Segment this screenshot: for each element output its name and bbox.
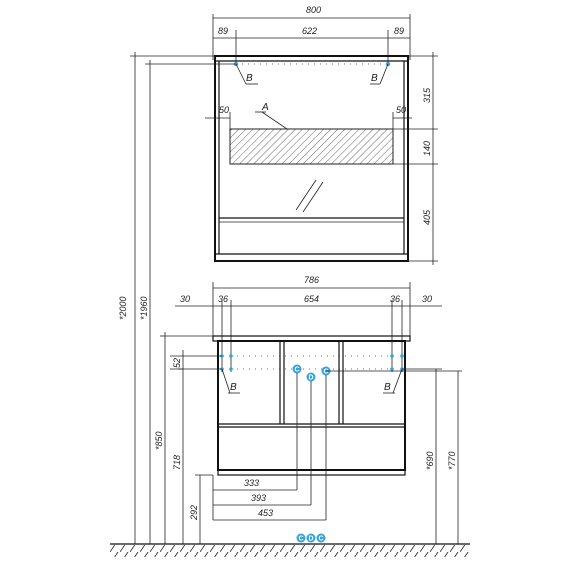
svg-text:D: D bbox=[309, 375, 314, 382]
dim-cabinet-center: 654 bbox=[304, 294, 319, 304]
plumbing-marker-d: D bbox=[306, 372, 316, 382]
left-height-dimensions: *2000 *1960 *850 718 bbox=[118, 52, 236, 544]
dim-mirror-center: 622 bbox=[302, 26, 317, 36]
floor: C D C bbox=[110, 533, 470, 557]
dim-height-850: *850 bbox=[154, 431, 164, 450]
dim-mount-left: 50 bbox=[219, 105, 229, 115]
dim-offset-52: 52 bbox=[172, 358, 182, 368]
mount-point-icon bbox=[229, 354, 233, 358]
label-b-left: B bbox=[246, 73, 253, 84]
dim-height-1960: *1960 bbox=[139, 296, 149, 320]
plumbing-marker-c-left: C bbox=[292, 364, 302, 374]
mount-point-icon bbox=[385, 61, 391, 67]
floor-marker-d: D bbox=[306, 533, 316, 543]
cabinet-plinth bbox=[217, 469, 406, 476]
mount-point-icon bbox=[400, 354, 404, 358]
svg-text:D: D bbox=[309, 536, 314, 543]
label-b-cabinet-left: B bbox=[230, 382, 237, 393]
dim-393: 393 bbox=[251, 493, 266, 503]
dim-cabinet-edge-left: 30 bbox=[180, 294, 190, 304]
dim-height-mid: 140 bbox=[422, 141, 432, 156]
dim-cabinet-side-left: 36 bbox=[218, 294, 228, 304]
dim-mirror-side-left: 89 bbox=[218, 26, 228, 36]
dim-mount-right: 50 bbox=[396, 105, 406, 115]
dim-292: 292 bbox=[189, 505, 199, 521]
mirror-frame bbox=[214, 55, 409, 262]
label-b-cabinet-right: B bbox=[384, 382, 391, 393]
dim-height-770: *770 bbox=[447, 451, 457, 470]
light-fixture bbox=[229, 128, 394, 165]
bottom-dimensions: 333 393 453 292 bbox=[189, 373, 327, 544]
dim-height-bottom: 405 bbox=[422, 209, 432, 225]
dim-height-718: 718 bbox=[172, 455, 182, 470]
dim-cabinet-side-right: 36 bbox=[390, 294, 400, 304]
mount-point-icon bbox=[390, 367, 394, 371]
dim-cabinet-edge-right: 30 bbox=[422, 294, 432, 304]
dim-mirror-side-right: 89 bbox=[394, 26, 404, 36]
cabinet-body bbox=[217, 340, 406, 471]
label-a: A bbox=[261, 102, 269, 113]
svg-text:C: C bbox=[295, 367, 300, 374]
dim-height-top: 315 bbox=[422, 87, 432, 103]
label-b-right: B bbox=[371, 73, 378, 84]
floor-marker-c-left: C bbox=[296, 533, 306, 543]
dim-cabinet-width: 786 bbox=[304, 275, 319, 285]
dim-mirror-width: 800 bbox=[306, 5, 321, 15]
svg-text:C: C bbox=[319, 536, 324, 543]
svg-text:C: C bbox=[324, 369, 329, 376]
floor-marker-c-right: C bbox=[316, 533, 326, 543]
dim-333: 333 bbox=[244, 478, 259, 488]
dim-height-690: *690 bbox=[425, 451, 435, 470]
mirror-view: 800 89 622 89 B B A bbox=[205, 5, 438, 265]
dim-height-2000: *2000 bbox=[118, 296, 128, 320]
dim-453: 453 bbox=[258, 508, 273, 518]
mount-point-icon bbox=[390, 354, 394, 358]
mount-point-icon bbox=[229, 367, 233, 371]
svg-text:C: C bbox=[299, 536, 304, 543]
cabinet-view: 786 30 36 654 36 30 bbox=[165, 275, 462, 544]
